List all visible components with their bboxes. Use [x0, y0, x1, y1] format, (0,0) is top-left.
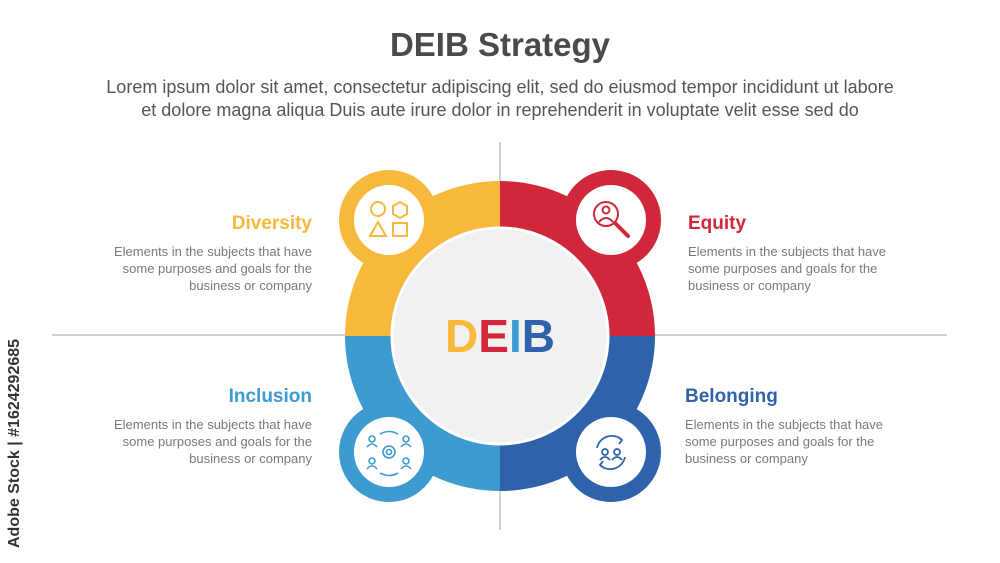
- ring-segment-belonging: [500, 336, 655, 491]
- center-deib-label: DEIB: [445, 310, 555, 362]
- diversity-title: Diversity: [231, 213, 312, 234]
- equity-description: Elements in the subjects that have some …: [688, 244, 887, 293]
- inclusion-title: Inclusion: [228, 386, 312, 407]
- equity-bubble: [561, 170, 661, 270]
- subtitle-line-1: Lorem ipsum dolor sit amet, consectetur …: [106, 77, 894, 97]
- ring-segment-diversity: [345, 181, 500, 336]
- diversity-block: Diversity Elements in the subjects that …: [102, 213, 312, 294]
- shapes-icon: [368, 200, 408, 237]
- stock-watermark-text: Adobe Stock | #1624292685: [6, 338, 23, 548]
- center-letter-d: D: [445, 310, 478, 362]
- inclusion-bubble: [339, 402, 439, 502]
- center-letter-i: I: [509, 310, 522, 362]
- belonging-bubble: [561, 402, 661, 502]
- belonging-description: Elements in the subjects that have some …: [685, 417, 884, 466]
- team-network-icon: [366, 430, 412, 477]
- belonging-block: Belonging Elements in the subjects that …: [685, 386, 895, 467]
- ring-segment-equity: [500, 181, 655, 336]
- belonging-title: Belonging: [685, 386, 778, 407]
- page-subtitle: Lorem ipsum dolor sit amet, consectetur …: [40, 76, 960, 122]
- people-cycle-icon: [596, 435, 626, 470]
- subtitle-line-2: et dolore magna aliqua Duis aute irure d…: [141, 100, 859, 120]
- center-letter-b: B: [522, 310, 555, 362]
- page-title: DEIB Strategy: [389, 26, 611, 63]
- inclusion-block: Inclusion Elements in the subjects that …: [102, 386, 312, 467]
- inclusion-description: Elements in the subjects that have some …: [113, 417, 312, 466]
- ring-segment-inclusion: [345, 336, 500, 491]
- center-letter-e: E: [478, 310, 509, 362]
- equity-block: Equity Elements in the subjects that hav…: [688, 213, 898, 294]
- diversity-bubble: [339, 170, 439, 270]
- equity-title: Equity: [688, 213, 747, 234]
- diversity-description: Elements in the subjects that have some …: [113, 244, 312, 293]
- center-disc: [390, 226, 610, 446]
- magnifier-person-icon: [593, 201, 630, 238]
